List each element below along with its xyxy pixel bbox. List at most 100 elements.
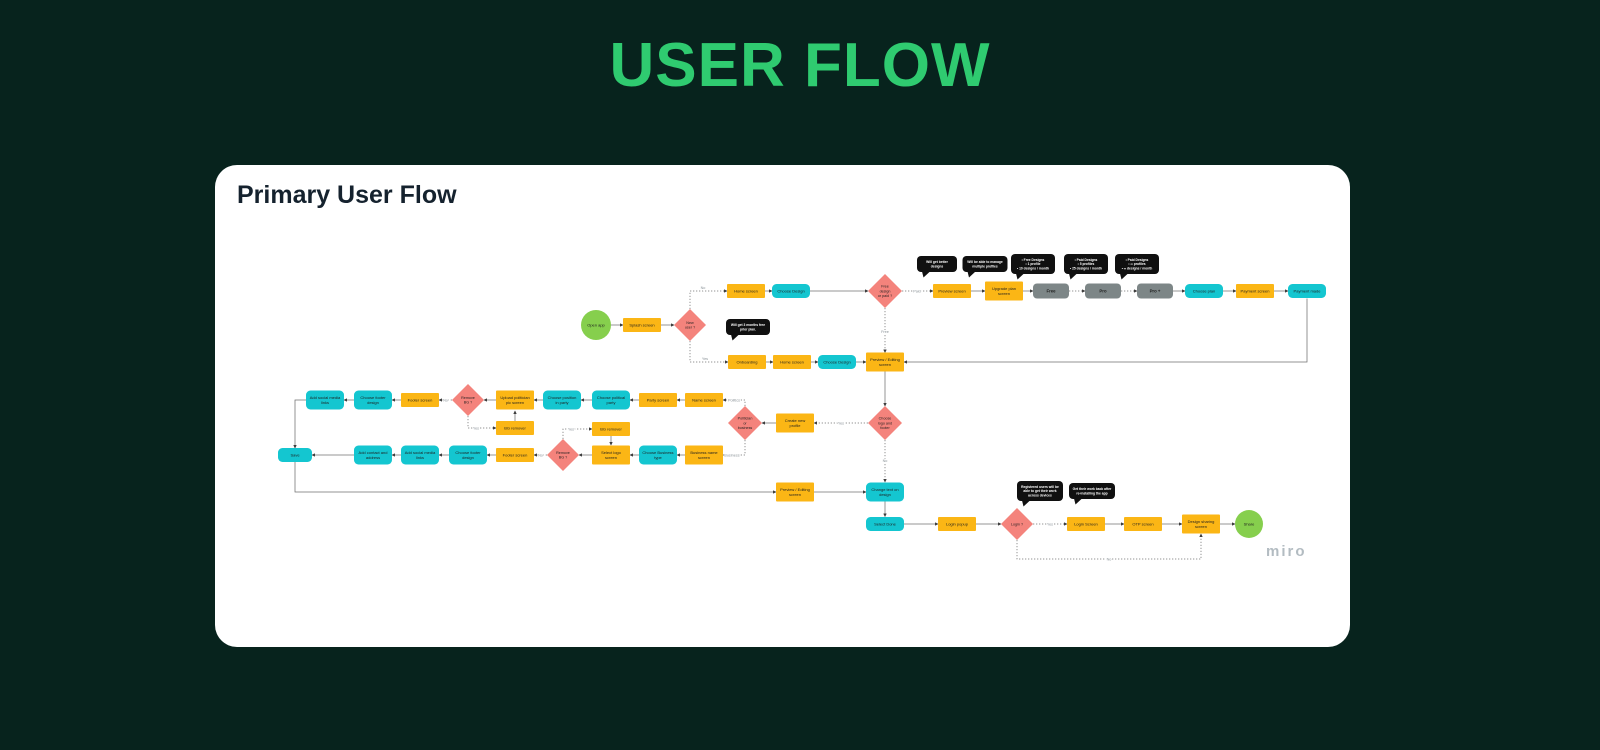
svg-text:screen: screen bbox=[605, 455, 617, 460]
svg-text:OTP screen: OTP screen bbox=[1132, 521, 1153, 526]
svg-text:Footer screen: Footer screen bbox=[408, 397, 433, 402]
svg-text:profile: profile bbox=[790, 423, 802, 428]
svg-text:BG remover: BG remover bbox=[600, 426, 622, 431]
svg-text:Upload politician: Upload politician bbox=[500, 395, 529, 400]
bg-remover-2: BG remover bbox=[592, 422, 630, 436]
flow-edge bbox=[294, 462, 777, 494]
otp-screen: OTP screen bbox=[1124, 517, 1162, 531]
svg-text:Preview / Editing: Preview / Editing bbox=[780, 487, 810, 492]
svg-text:Free: Free bbox=[881, 285, 889, 289]
svg-text:design: design bbox=[879, 492, 891, 497]
free-plan: Free bbox=[1033, 283, 1069, 299]
svg-text:Change text on: Change text on bbox=[871, 487, 898, 492]
svg-text:or paid ?: or paid ? bbox=[878, 294, 892, 298]
page-title: USER FLOW bbox=[609, 31, 991, 100]
svg-text:New: New bbox=[686, 321, 694, 325]
svg-text:footer: footer bbox=[880, 426, 890, 430]
svg-text:prior plan.: prior plan. bbox=[740, 327, 756, 331]
login-popup: Login popup bbox=[938, 517, 976, 531]
preview-screen: Preview screen bbox=[933, 284, 971, 298]
login-decision: Login ? bbox=[1001, 508, 1033, 540]
flow-edge bbox=[1016, 533, 1203, 560]
svg-text:or: or bbox=[743, 421, 747, 425]
svg-text:address: address bbox=[366, 455, 380, 460]
edge-label: Business bbox=[724, 453, 740, 457]
payment-made: Payment made bbox=[1288, 284, 1326, 298]
login-screen: Login Screen bbox=[1067, 517, 1105, 531]
flow-edge bbox=[689, 341, 729, 364]
svg-text:Footer screen: Footer screen bbox=[503, 452, 528, 457]
svg-text:party: party bbox=[607, 400, 616, 405]
svg-text:Choose: Choose bbox=[879, 417, 892, 421]
name-screen: Name screen bbox=[685, 393, 723, 407]
svg-text:Choose Design: Choose Design bbox=[823, 359, 850, 364]
edge-label: Yes bbox=[1047, 522, 1053, 526]
edge-label: Yes bbox=[568, 427, 574, 431]
flow-edge bbox=[689, 289, 728, 309]
svg-text:Get their work back after: Get their work back after bbox=[1073, 487, 1112, 491]
edge-label: No bbox=[701, 286, 706, 290]
svg-text:type: type bbox=[654, 455, 662, 460]
svg-text:able to get their work: able to get their work bbox=[1023, 489, 1056, 493]
svg-text:BG ?: BG ? bbox=[464, 401, 472, 405]
svg-text:• 10 designs / month: • 10 designs / month bbox=[1017, 266, 1049, 270]
svg-text:• Free Designs: • Free Designs bbox=[1022, 258, 1045, 262]
pro-plus-plan: Pro + bbox=[1137, 283, 1173, 299]
bubble-pro-plan-details: • Paid Designs• 5 profiles• 25 designs /… bbox=[1064, 254, 1108, 280]
svg-text:Home screen: Home screen bbox=[734, 288, 758, 293]
svg-text:Select logo: Select logo bbox=[601, 450, 622, 455]
svg-text:Politician: Politician bbox=[738, 417, 753, 421]
edge-label: Yes bbox=[838, 421, 844, 425]
payment-screen: Payment screen bbox=[1236, 284, 1274, 298]
svg-text:Remove: Remove bbox=[461, 396, 475, 400]
edge-label: Paid bbox=[913, 289, 921, 293]
svg-text:Design sharing: Design sharing bbox=[1188, 519, 1215, 524]
flow-edge bbox=[903, 298, 1308, 364]
home-screen-1: Home screen bbox=[727, 284, 765, 298]
svg-text:Add contact and: Add contact and bbox=[359, 450, 388, 455]
svg-text:Choose political: Choose political bbox=[597, 395, 625, 400]
edge-label: Yes bbox=[702, 357, 708, 361]
svg-text:Payment made: Payment made bbox=[1294, 288, 1322, 293]
svg-text:Preview screen: Preview screen bbox=[938, 288, 965, 293]
pro-plan: Pro bbox=[1085, 283, 1121, 299]
svg-text:Will be able to manage: Will be able to manage bbox=[967, 260, 1003, 264]
svg-text:Pro: Pro bbox=[1099, 289, 1107, 294]
edge-label: No bbox=[883, 459, 888, 463]
svg-text:Add social media: Add social media bbox=[405, 450, 436, 455]
svg-text:Choose position: Choose position bbox=[548, 395, 577, 400]
bubble-free-plan-details: • Free Designs• 1 profile• 10 designs / … bbox=[1011, 254, 1055, 280]
svg-text:logo and: logo and bbox=[878, 421, 892, 425]
svg-text:Splash screen: Splash screen bbox=[629, 322, 654, 327]
svg-text:Party screen: Party screen bbox=[647, 397, 669, 402]
svg-text:Choose plan: Choose plan bbox=[1193, 288, 1215, 293]
svg-text:Home screen: Home screen bbox=[780, 359, 804, 364]
svg-text:links: links bbox=[416, 455, 424, 460]
svg-text:design: design bbox=[367, 400, 379, 405]
svg-text:links: links bbox=[321, 400, 329, 405]
edge-label: No bbox=[538, 453, 543, 457]
card-heading: Primary User Flow bbox=[237, 181, 457, 209]
svg-text:Payment screen: Payment screen bbox=[1241, 288, 1270, 293]
edge-label: Politics bbox=[728, 398, 740, 402]
flow-edge bbox=[722, 398, 746, 406]
